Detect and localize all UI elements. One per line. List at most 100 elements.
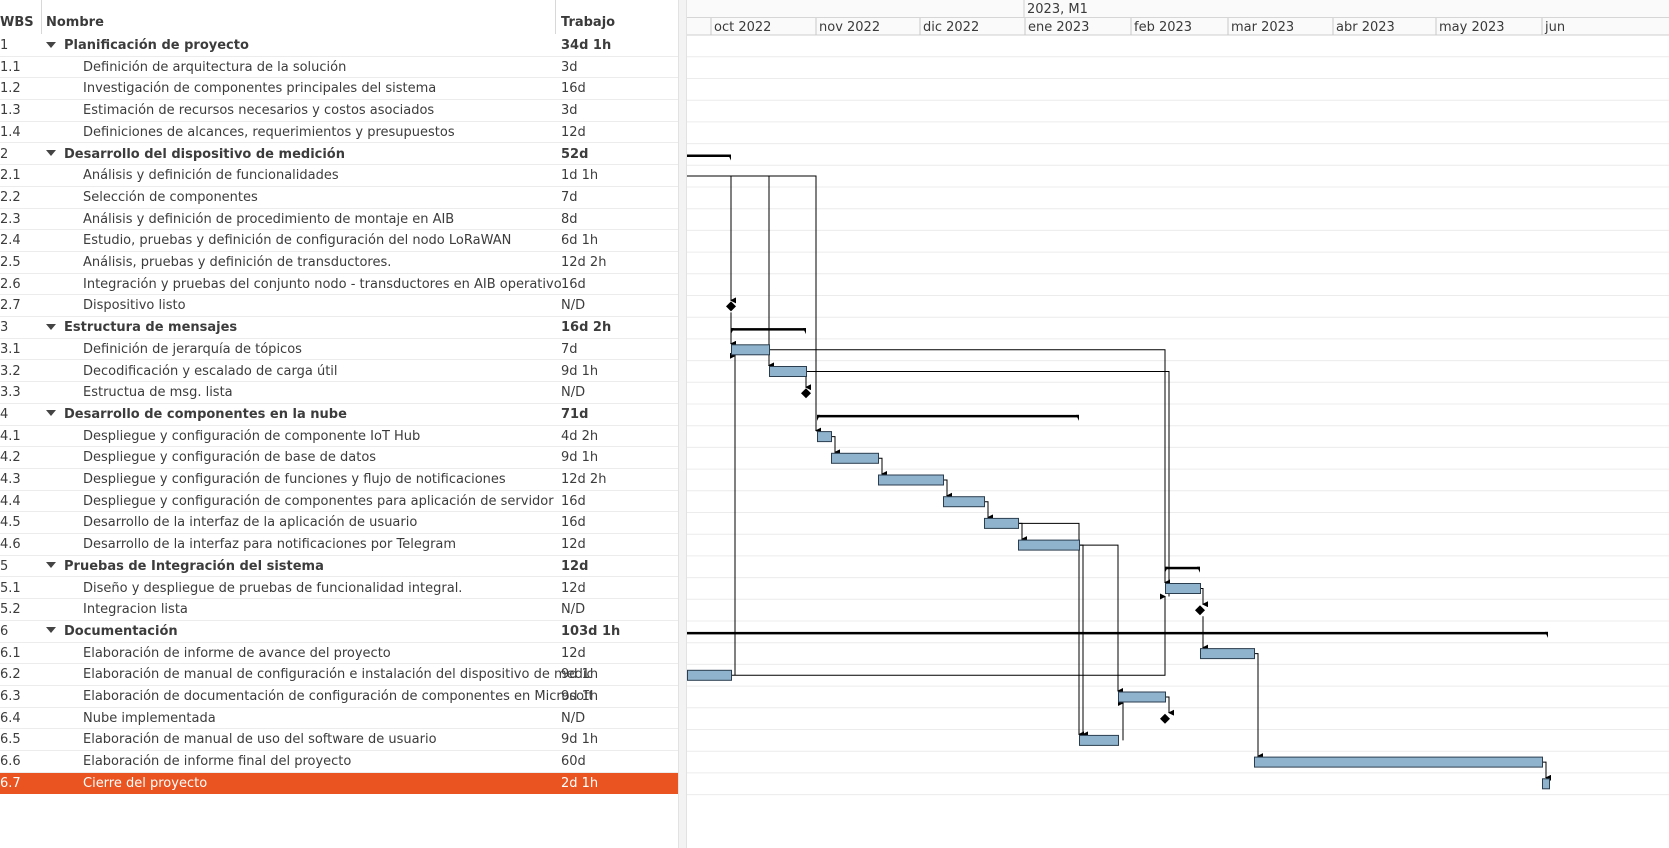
expander-triangle-icon[interactable] — [46, 150, 56, 156]
expander-triangle-icon[interactable] — [46, 323, 56, 330]
expander-triangle-icon[interactable] — [46, 562, 56, 569]
summary-bar[interactable] — [731, 328, 806, 335]
summary-bar[interactable] — [817, 414, 1079, 421]
task-name-text: Elaboración de manual de configuración e… — [83, 667, 591, 683]
task-name-text: Elaboración de informe de avance del pro… — [83, 645, 391, 661]
task-bar[interactable] — [1118, 691, 1166, 703]
expander-triangle-icon[interactable] — [46, 410, 56, 417]
month-label: may 2023 — [1439, 20, 1505, 35]
summary-bar[interactable] — [687, 154, 731, 161]
task-name-text: Nube implementada — [83, 710, 216, 726]
task-bar[interactable] — [831, 452, 879, 464]
task-name-text: Decodificación y escalado de carga útil — [83, 363, 338, 379]
dependency-link — [1018, 522, 1084, 738]
milestone-diamond[interactable] — [726, 301, 736, 312]
task-bar[interactable] — [878, 474, 944, 486]
task-bar[interactable] — [817, 431, 832, 443]
task-name: Dispositivo listo — [46, 295, 591, 316]
task-name: Despliegue y configuración de componente… — [46, 426, 591, 447]
task-name: Cierre del proyecto — [46, 773, 591, 794]
task-row[interactable]: 1.1 Definición de arquitectura de la solu… — [0, 57, 678, 79]
task-wbs: 1 — [0, 38, 9, 53]
task-bar[interactable] — [984, 517, 1019, 529]
task-name: Nube implementada — [46, 708, 591, 729]
task-bar[interactable] — [1079, 734, 1119, 746]
dependency-link — [769, 349, 1170, 586]
milestone-diamond[interactable] — [1160, 713, 1170, 724]
milestone-diamond[interactable] — [1195, 605, 1205, 616]
task-name: Integracion lista — [46, 599, 591, 620]
task-bar[interactable] — [769, 366, 807, 377]
task-name: Definición de arquitectura de la solució… — [46, 57, 591, 78]
task-wbs: 2.1 — [0, 168, 21, 184]
task-bar[interactable] — [1254, 756, 1543, 768]
month-label: mar 2023 — [1231, 20, 1294, 35]
dependency-link — [806, 371, 1170, 597]
task-name: Decodificación y escalado de carga útil — [46, 361, 591, 382]
summary-bar[interactable] — [1165, 566, 1200, 573]
pane-splitter[interactable] — [678, 0, 687, 848]
task-work: 34d 1h — [561, 38, 612, 53]
column-header-work[interactable]: Trabajo — [561, 15, 616, 30]
task-work: 7d — [561, 189, 578, 205]
task-name-text: Investigación de componentes principales… — [83, 81, 437, 97]
task-bar[interactable] — [1200, 648, 1255, 660]
column-header-wbs[interactable]: WBS — [0, 15, 34, 30]
task-bar[interactable] — [687, 669, 732, 681]
task-bar[interactable] — [1018, 539, 1080, 551]
task-work: 16d — [561, 276, 586, 292]
column-header-name[interactable]: Nombre — [46, 15, 104, 30]
task-name: Elaboración de informe final del proyect… — [46, 751, 591, 772]
task-name-text: Definiciones de alcances, requerimientos… — [83, 124, 455, 140]
dependency-link — [687, 175, 736, 304]
task-wbs: 4 — [0, 406, 9, 422]
task-name: Definición de jerarquía de tópicos — [46, 339, 591, 360]
task-name: Análisis y definición de procedimiento d… — [46, 209, 591, 230]
task-bar[interactable] — [1542, 778, 1550, 790]
task-bar[interactable] — [1165, 583, 1201, 594]
summary-bar[interactable] — [687, 631, 1548, 638]
task-bar[interactable] — [731, 344, 770, 356]
task-bar[interactable] — [943, 496, 985, 508]
expander-triangle-icon[interactable] — [46, 41, 56, 48]
milestone-diamond[interactable] — [801, 388, 811, 399]
task-wbs: 1.1 — [0, 59, 21, 75]
expander-triangle-icon[interactable] — [46, 627, 56, 634]
